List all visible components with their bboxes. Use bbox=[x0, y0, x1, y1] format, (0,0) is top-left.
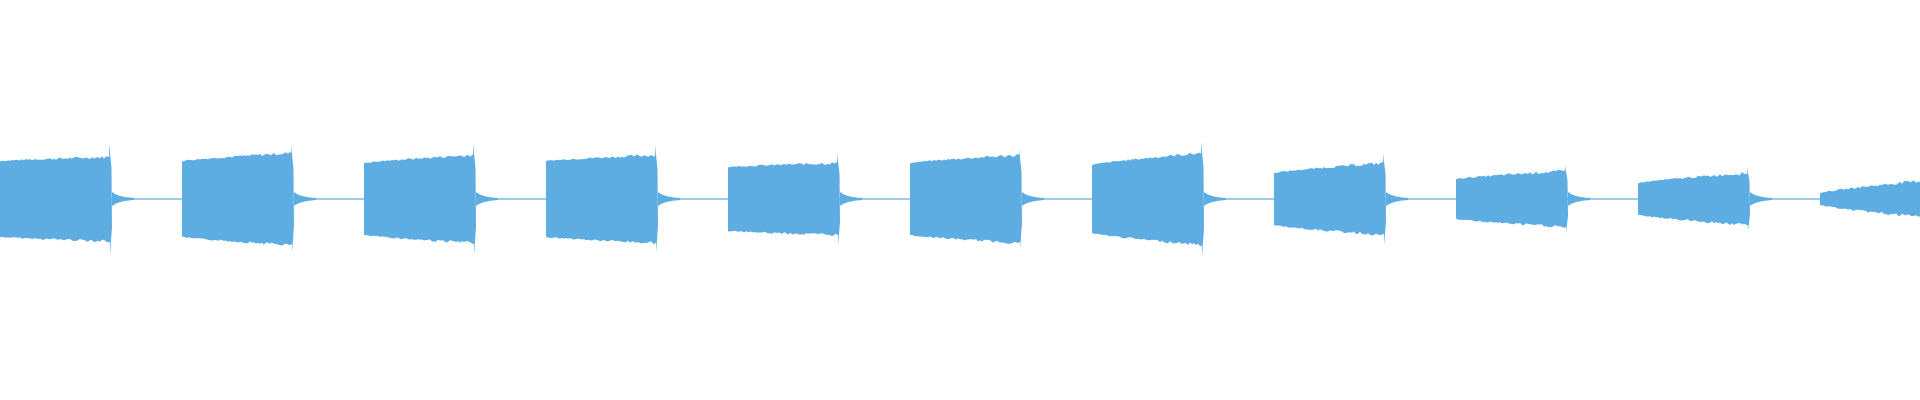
waveform-decay bbox=[840, 192, 862, 206]
waveform-burst bbox=[0, 156, 110, 243]
waveform-transient bbox=[109, 143, 112, 255]
waveform-transient bbox=[291, 145, 294, 253]
waveform-decay bbox=[294, 192, 316, 206]
waveform-burst bbox=[1638, 171, 1748, 226]
waveform-decay bbox=[1204, 192, 1226, 206]
waveform-decay bbox=[1022, 192, 1044, 206]
waveform-decay bbox=[658, 192, 680, 206]
waveform-burst bbox=[1820, 180, 1920, 217]
waveform-transient bbox=[473, 143, 476, 255]
waveform-decay bbox=[1750, 192, 1772, 206]
waveform-decay bbox=[1568, 192, 1590, 206]
waveform-decay bbox=[476, 192, 498, 206]
waveform-burst bbox=[364, 153, 474, 245]
waveform-transient bbox=[1019, 149, 1022, 249]
waveform-transient bbox=[1747, 167, 1750, 231]
waveform-burst bbox=[1274, 161, 1384, 236]
waveform-transient bbox=[1565, 165, 1568, 233]
waveform-decay bbox=[112, 192, 134, 206]
waveform-transient bbox=[655, 145, 658, 253]
waveform-burst bbox=[1092, 152, 1202, 247]
waveform-segments bbox=[0, 141, 1920, 257]
waveform-transient bbox=[837, 153, 840, 245]
waveform-burst bbox=[728, 161, 838, 237]
waveform-decay bbox=[1386, 192, 1408, 206]
waveform-burst bbox=[182, 151, 292, 246]
waveform-burst bbox=[1456, 169, 1566, 228]
waveform-transient bbox=[1201, 141, 1204, 257]
waveform-burst bbox=[546, 154, 656, 245]
waveform-transient bbox=[1383, 153, 1386, 245]
waveform-burst bbox=[910, 153, 1020, 244]
